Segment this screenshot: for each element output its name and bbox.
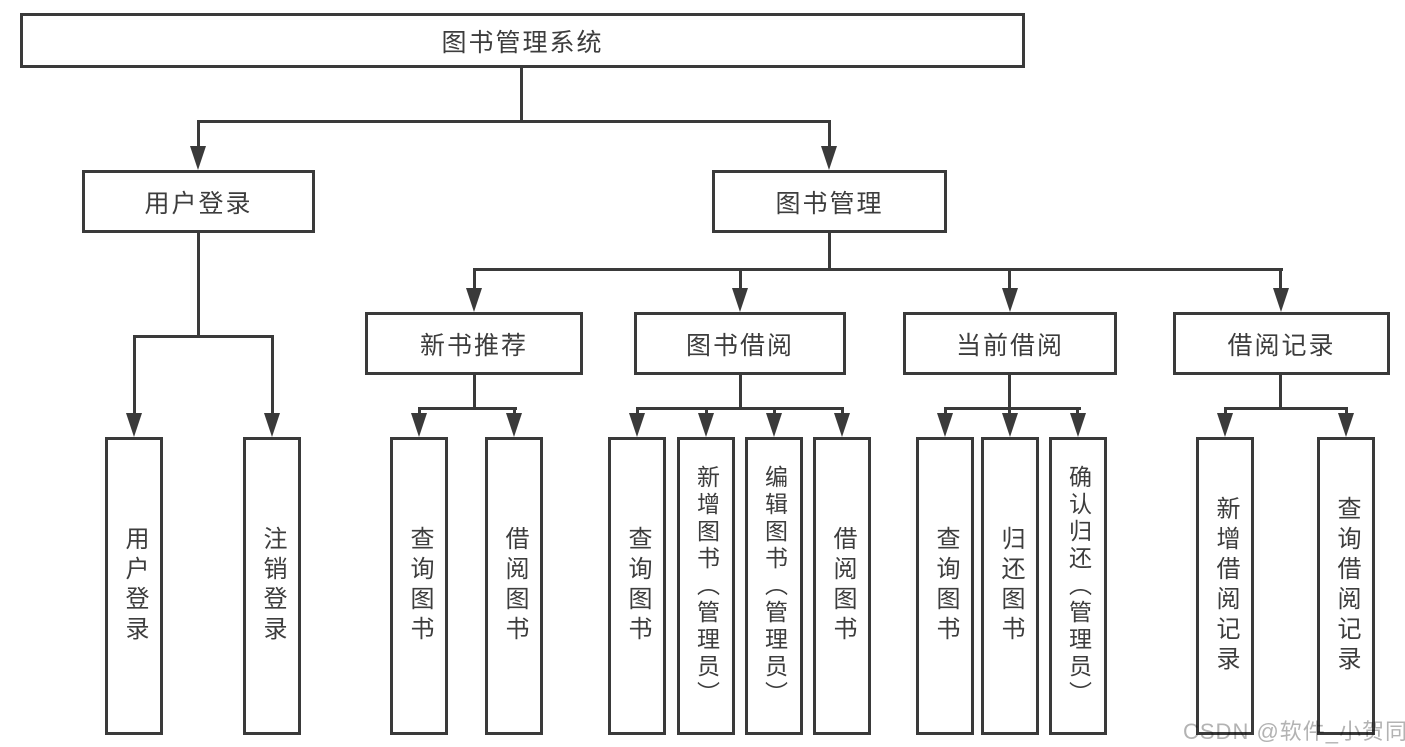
leaf-return-books: 归还图书 xyxy=(981,437,1039,735)
arrow-down-icon xyxy=(466,288,482,312)
node-current-borrowing: 当前借阅 xyxy=(903,312,1117,375)
node-root: 图书管理系统 xyxy=(20,13,1025,68)
leaf-borrow-books-recommend: 借阅图书 xyxy=(485,437,543,735)
node-book-management-label: 图书管理 xyxy=(775,189,884,218)
arrow-down-icon xyxy=(732,288,748,312)
leaf-label: 用户登录 xyxy=(121,526,148,646)
connector-vline xyxy=(1008,375,1011,407)
connector-vline xyxy=(197,120,200,150)
node-book-borrowing-label: 图书借阅 xyxy=(685,331,794,360)
leaf-label: 查询图书 xyxy=(624,526,651,646)
leaf-label: 归还图书 xyxy=(997,526,1024,646)
connector-vline xyxy=(739,375,742,407)
leaf-add-books-admin: 新增图书（管理员） xyxy=(677,437,735,735)
arrow-down-icon xyxy=(1217,413,1233,437)
leaf-label: 查询图书 xyxy=(932,526,959,646)
connector-vline xyxy=(197,233,200,335)
csdn-watermark: CSDN @软件_小贺同学 xyxy=(1183,719,1405,744)
connector-vline xyxy=(418,407,421,417)
arrow-down-icon xyxy=(190,146,206,170)
arrow-down-icon xyxy=(1002,413,1018,437)
leaf-confirm-return-admin: 确认归还（管理员） xyxy=(1049,437,1107,735)
connector-vline xyxy=(1279,268,1282,292)
connector-vline xyxy=(1008,407,1011,417)
connector-vline xyxy=(1076,407,1079,417)
node-new-book-recommend: 新书推荐 xyxy=(365,312,583,375)
connector-vline xyxy=(473,268,476,292)
node-user-login: 用户登录 xyxy=(82,170,315,233)
node-current-borrowing-label: 当前借阅 xyxy=(955,331,1064,360)
arrow-down-icon xyxy=(834,413,850,437)
leaf-label: 注销登录 xyxy=(259,526,286,646)
arrow-down-icon xyxy=(698,413,714,437)
leaf-label: 新增图书（管理员） xyxy=(693,464,720,708)
leaf-label: 借阅图书 xyxy=(829,526,856,646)
connector-vline xyxy=(1279,375,1282,407)
leaf-logout: 注销登录 xyxy=(243,437,301,735)
node-borrowing-records: 借阅记录 xyxy=(1173,312,1390,375)
arrow-down-icon xyxy=(821,146,837,170)
connector-vline xyxy=(828,120,831,150)
leaf-label: 确认归还（管理员） xyxy=(1065,464,1092,708)
arrow-down-icon xyxy=(126,413,142,437)
arrow-down-icon xyxy=(629,413,645,437)
arrow-down-icon xyxy=(1070,413,1086,437)
node-book-borrowing: 图书借阅 xyxy=(634,312,846,375)
connector-vline xyxy=(1345,407,1348,417)
connector-vline xyxy=(1008,268,1011,292)
arrow-down-icon xyxy=(264,413,280,437)
connector-hline xyxy=(473,268,1283,271)
arrow-down-icon xyxy=(411,413,427,437)
node-new-book-recommend-label: 新书推荐 xyxy=(419,331,528,360)
arrow-down-icon xyxy=(766,413,782,437)
leaf-label: 查询图书 xyxy=(406,526,433,646)
node-root-label: 图书管理系统 xyxy=(441,28,604,57)
leaf-label: 借阅图书 xyxy=(501,526,528,646)
leaf-label: 新增借阅记录 xyxy=(1212,496,1239,676)
connector-hline xyxy=(197,120,831,123)
connector-vline xyxy=(739,268,742,292)
leaf-edit-books-admin: 编辑图书（管理员） xyxy=(745,437,803,735)
connector-hline xyxy=(636,407,844,410)
arrow-down-icon xyxy=(1002,288,1018,312)
connector-hline xyxy=(1224,407,1348,410)
leaf-user-login: 用户登录 xyxy=(105,437,163,735)
arrow-down-icon xyxy=(1273,288,1289,312)
leaf-add-borrow-record: 新增借阅记录 xyxy=(1196,437,1254,735)
leaf-query-books-current: 查询图书 xyxy=(916,437,974,735)
leaf-label: 编辑图书（管理员） xyxy=(761,464,788,708)
connector-hline xyxy=(133,335,274,338)
node-book-management: 图书管理 xyxy=(712,170,947,233)
connector-vline xyxy=(841,407,844,417)
connector-hline xyxy=(944,407,1081,410)
arrow-down-icon xyxy=(1338,413,1354,437)
connector-vline xyxy=(828,233,831,268)
leaf-borrow-books: 借阅图书 xyxy=(813,437,871,735)
connector-vline xyxy=(513,407,516,417)
leaf-query-borrow-record: 查询借阅记录 xyxy=(1317,437,1375,735)
connector-vline xyxy=(520,68,523,120)
connector-vline xyxy=(133,335,136,417)
connector-vline xyxy=(773,407,776,417)
leaf-query-books-borrowing: 查询图书 xyxy=(608,437,666,735)
node-user-login-label: 用户登录 xyxy=(144,189,253,218)
arrow-down-icon xyxy=(506,413,522,437)
leaf-label: 查询借阅记录 xyxy=(1333,496,1360,676)
connector-vline xyxy=(705,407,708,417)
connector-vline xyxy=(271,335,274,417)
connector-vline xyxy=(636,407,639,417)
leaf-query-books-recommend: 查询图书 xyxy=(390,437,448,735)
connector-vline xyxy=(1224,407,1227,417)
connector-vline xyxy=(944,407,947,417)
node-borrowing-records-label: 借阅记录 xyxy=(1227,331,1336,360)
connector-vline xyxy=(473,375,476,407)
connector-hline xyxy=(418,407,517,410)
arrow-down-icon xyxy=(937,413,953,437)
